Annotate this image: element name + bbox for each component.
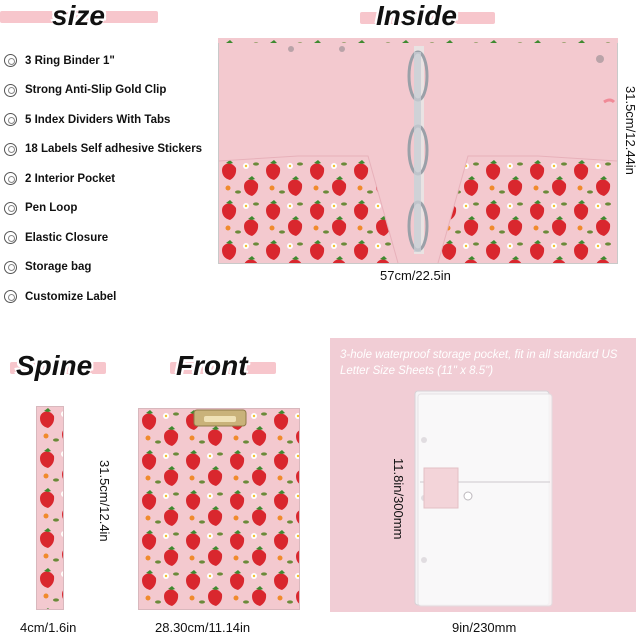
- front-width-label: 28.30cm/11.14in: [155, 620, 251, 635]
- bullet-icon: [4, 54, 17, 68]
- pocket-width-label: 9in/230mm: [452, 620, 517, 635]
- feature-item: 5 Index Dividers With Tabs: [4, 105, 224, 135]
- inside-title-text: Inside: [376, 0, 457, 31]
- inside-title: Inside: [360, 0, 500, 34]
- bullet-icon: [4, 290, 17, 304]
- spine-title: Spine: [10, 350, 110, 384]
- bullet-icon: [4, 83, 17, 97]
- feature-item: 2 Interior Pocket: [4, 164, 224, 194]
- bullet-icon: [4, 260, 17, 274]
- features-list: 3 Ring Binder 1" Strong Anti-Slip Gold C…: [4, 46, 224, 312]
- size-title-text: size: [52, 0, 105, 31]
- size-title: size: [0, 0, 160, 34]
- feature-item: Pen Loop: [4, 194, 224, 224]
- pocket-caption: 3-hole waterproof storage pocket, fit in…: [340, 349, 618, 377]
- bullet-icon: [4, 113, 17, 127]
- inside-height-label: 31.5cm/12.44in: [623, 86, 638, 175]
- spine-width-label: 4cm/1.6in: [20, 620, 77, 635]
- pocket-height-label: 11.8in/300mm: [391, 458, 406, 540]
- front-title: Front: [170, 350, 280, 384]
- bullet-icon: [4, 142, 17, 156]
- front-binder-image: [138, 408, 300, 610]
- storage-pocket-image: [414, 390, 553, 607]
- feature-item: Strong Anti-Slip Gold Clip: [4, 76, 224, 106]
- spine-title-text: Spine: [16, 350, 93, 381]
- inside-binder-image: [218, 38, 618, 264]
- front-height-label: 31.5cm/12.4in: [97, 460, 112, 542]
- spine-image: [36, 406, 64, 610]
- feature-item: 18 Labels Self adhesive Stickers: [4, 135, 224, 165]
- bullet-icon: [4, 231, 17, 245]
- inside-width-label: 57cm/22.5in: [380, 268, 451, 283]
- feature-item: Storage bag: [4, 253, 224, 283]
- front-title-text: Front: [176, 350, 248, 381]
- feature-item: Elastic Closure: [4, 223, 224, 253]
- feature-item: 3 Ring Binder 1": [4, 46, 224, 76]
- bullet-icon: [4, 201, 17, 215]
- feature-item: Customize Label: [4, 282, 224, 312]
- bullet-icon: [4, 172, 17, 186]
